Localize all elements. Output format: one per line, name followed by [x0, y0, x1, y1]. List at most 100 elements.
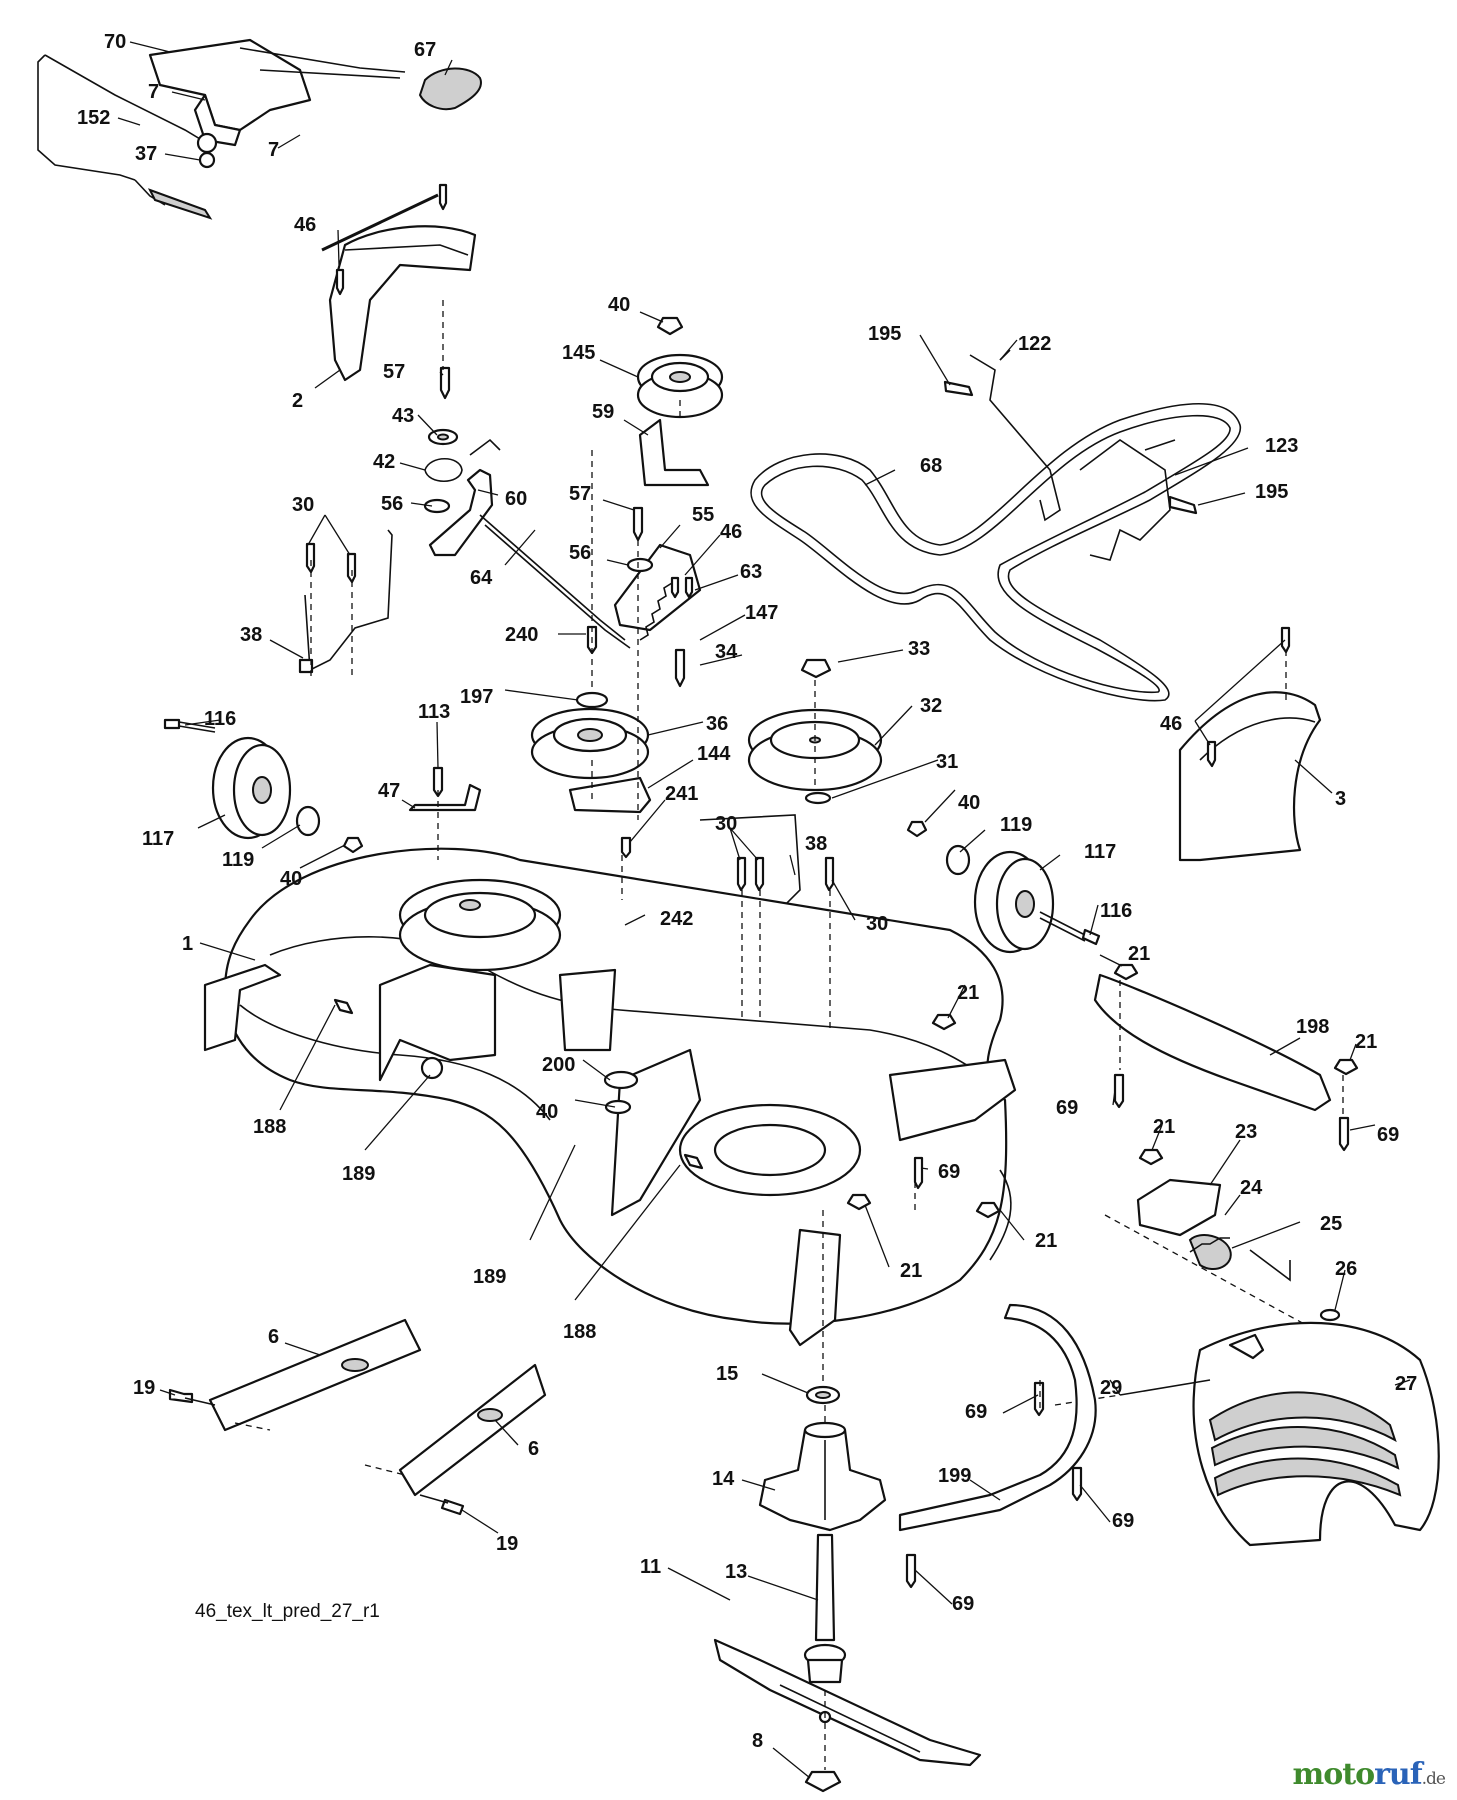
callout-189: 189: [342, 1163, 375, 1185]
callout-21f: 21: [900, 1260, 922, 1282]
callout-3: 3: [1335, 788, 1346, 810]
callout-195: 195: [868, 323, 901, 345]
callout-21b: 21: [1128, 943, 1150, 965]
callout-34: 34: [715, 641, 738, 663]
callout-145: 145: [562, 342, 595, 364]
callout-122: 122: [1018, 333, 1051, 355]
callout-188: 188: [253, 1116, 286, 1138]
callout-46c: 46: [1160, 713, 1182, 735]
callout-67: 67: [414, 39, 436, 61]
callout-117: 117: [142, 828, 174, 850]
callout-46: 46: [294, 214, 316, 236]
callout-55: 55: [692, 504, 714, 526]
callout-116: 116: [204, 708, 236, 730]
part-55-idler-bracket: [575, 506, 702, 709]
watermark-de: .de: [1421, 1769, 1446, 1789]
callout-198: 198: [1296, 1016, 1329, 1038]
part-38-lift-link-left: [298, 529, 393, 674]
motoruf-watermark: motoruf.de: [1292, 1757, 1446, 1792]
callout-57b: 57: [569, 483, 591, 505]
callout-30: 30: [292, 494, 314, 516]
part-67-knob: [418, 67, 482, 111]
callout-241: 241: [665, 783, 698, 805]
callout-200: 200: [542, 1054, 575, 1076]
callout-117b: 117: [1084, 841, 1116, 863]
callout-42: 42: [373, 451, 395, 473]
callout-60: 60: [505, 488, 527, 510]
callout-64: 64: [470, 567, 493, 589]
drawing-id-label: 46_tex_lt_pred_27_r1: [195, 1601, 380, 1622]
part-68-drive-belt: [750, 403, 1242, 702]
callout-7: 7: [148, 81, 159, 103]
callout-25: 25: [1320, 1213, 1342, 1235]
callout-14: 14: [712, 1468, 735, 1490]
part-1-mower-deck: [203, 847, 1017, 1347]
watermark-moto: moto: [1292, 1757, 1375, 1792]
callout-69b: 69: [1377, 1124, 1399, 1146]
part-117-gauge-wheel-left: [163, 718, 364, 854]
part-2-belt-guard: [321, 183, 477, 382]
callout-15: 15: [716, 1363, 738, 1385]
callout-26: 26: [1335, 1258, 1357, 1280]
callout-24: 24: [1240, 1177, 1263, 1199]
callout-31: 31: [936, 751, 958, 773]
callout-37: 37: [135, 143, 157, 165]
callout-40c: 40: [958, 792, 980, 814]
callout-123: 123: [1265, 435, 1298, 457]
callout-68: 68: [920, 455, 942, 477]
callout-57: 57: [383, 361, 405, 383]
callout-27: 27: [1395, 1373, 1417, 1395]
callout-199: 199: [938, 1465, 971, 1487]
callout-7b: 7: [268, 139, 279, 161]
part-15-bearing: [805, 1385, 841, 1405]
part-11-blade: [713, 1638, 982, 1767]
part-23-hinge-bracket: [1104, 1148, 1371, 1361]
callout-30b: 30: [715, 813, 737, 835]
callout-8: 8: [752, 1730, 763, 1752]
callout-43: 43: [392, 405, 414, 427]
callout-21d: 21: [1153, 1116, 1175, 1138]
callout-32: 32: [920, 695, 942, 717]
callout-242: 242: [660, 908, 693, 930]
idler-arm-assembly: [423, 366, 631, 649]
callout-47: 47: [378, 780, 400, 802]
part-145-idler-pulley: [636, 316, 724, 487]
callout-56b: 56: [569, 542, 591, 564]
callout-116b: 116: [1100, 900, 1132, 922]
callout-11: 11: [640, 1556, 661, 1578]
part-198-deflector-bracket: [1093, 963, 1359, 1152]
callout-113: 113: [418, 701, 450, 723]
callout-188b: 188: [563, 1321, 596, 1343]
alignment-lines: [310, 300, 1344, 1770]
callout-40d: 40: [536, 1101, 558, 1123]
callout-38: 38: [240, 624, 262, 646]
part-117-gauge-wheel-right: [906, 820, 1101, 954]
callout-21c: 21: [1355, 1031, 1377, 1053]
callout-119: 119: [222, 849, 254, 871]
callout-1: 1: [182, 933, 193, 955]
callout-69: 69: [1056, 1097, 1078, 1119]
part-6-baffle-lower: [364, 1363, 547, 1516]
part-113-47-bracket: [408, 766, 482, 812]
callout-leaders: [117, 41, 1411, 1779]
callout-19: 19: [133, 1377, 155, 1399]
callout-147: 147: [745, 602, 778, 624]
lift-linkage-assembly: [37, 38, 406, 220]
callout-40: 40: [608, 294, 630, 316]
callout-69c: 69: [938, 1161, 960, 1183]
part-13-spindle-shaft: [803, 1533, 847, 1684]
callout-69e: 69: [1112, 1510, 1134, 1532]
part-123-belt-guide: [1079, 439, 1198, 561]
callout-6: 6: [268, 1326, 279, 1348]
part-27-discharge-chute: [1054, 1308, 1440, 1547]
callout-33: 33: [908, 638, 930, 660]
part-14-spindle-housing: [758, 1421, 887, 1532]
part-122-belt-guide: [943, 349, 1061, 522]
callout-59: 59: [592, 401, 614, 423]
callout-70: 70: [104, 31, 126, 53]
part-6-baffle-upper: [168, 1318, 422, 1432]
part-199-deflector-rod: [898, 1303, 1097, 1589]
part-8-blade-bolt: [804, 1770, 842, 1793]
callout-21e: 21: [1035, 1230, 1057, 1252]
